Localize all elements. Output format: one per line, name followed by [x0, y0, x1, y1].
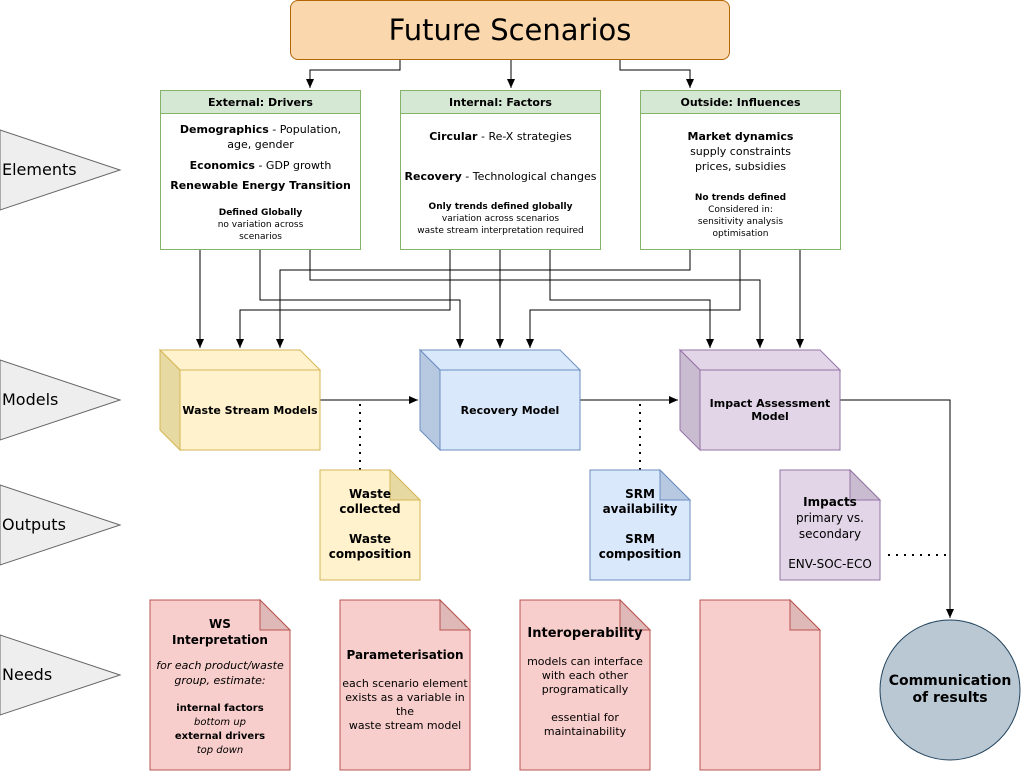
outside-note-line3: optimisation [712, 229, 769, 239]
output-waste-line3: Waste [349, 532, 391, 546]
need-parameterisation: Parameterisation each scenario element e… [340, 648, 470, 733]
output-waste-line4: composition [328, 547, 412, 561]
row-triangle-outputs [0, 484, 122, 566]
output-impacts: Impacts primary vs. secondary ENV-SOC-EC… [780, 494, 880, 572]
impact-cube [678, 348, 842, 452]
row-label-elements: Elements [2, 160, 77, 179]
impact-model-label-line2: Model [751, 410, 789, 423]
communication-circle [879, 619, 1021, 761]
communication-of-results: Communication of results [880, 673, 1020, 707]
need-note-ws-shape [149, 598, 292, 771]
communication-line1: Communication [888, 673, 1012, 689]
output-impacts-line3: secondary [798, 527, 862, 541]
internal-note-line2: waste stream interpretation required [417, 226, 584, 236]
need-ws-title1: WS [209, 617, 231, 631]
output-srm-line3: SRM [625, 532, 655, 546]
need-ws-top-down: top down [196, 745, 244, 756]
renewable-energy-label: Renewable Energy Transition [170, 179, 351, 192]
output-waste-line2: collected [339, 502, 401, 516]
output-impacts-line2: primary vs. [796, 511, 864, 525]
waste-stream-models: Waste Stream Models [180, 370, 320, 450]
need-note-empty-shape [699, 598, 822, 771]
need-ws-desc1: for each product/waste [156, 659, 284, 672]
internal-factors-header: Internal: Factors [401, 91, 600, 114]
output-impacts-title: Impacts [803, 495, 857, 509]
external-note-title: Defined Globally [218, 208, 303, 218]
internal-factors-box: Internal: Factors Circular - Re-X strate… [400, 90, 601, 250]
impact-model-label-line1: Impact Assessment [709, 397, 831, 410]
market-dynamics-label: Market dynamics [687, 130, 794, 143]
need-interoperability: Interoperability models can interface wi… [520, 626, 650, 739]
internal-note-line1: variation across scenarios [441, 214, 560, 224]
need-note-param-shape [339, 598, 472, 771]
need-ws-bottom-up: bottom up [193, 717, 247, 728]
recovery-model: Recovery Model [440, 370, 580, 450]
outside-note-title: No trends defined [694, 193, 787, 203]
demographics-label: Demographics [179, 123, 269, 136]
outside-note-line2: sensitivity analysis [697, 217, 784, 227]
outside-influences-box: Outside: Influences Market dynamics supp… [640, 90, 841, 250]
need-note-interop-shape [519, 598, 652, 771]
output-srm-line1: SRM [625, 487, 655, 501]
communication-line2: of results [912, 690, 988, 706]
output-note-waste-shape [319, 468, 422, 581]
recovery-label: Recovery [404, 170, 462, 183]
need-param-title: Parameterisation [346, 648, 464, 662]
need-interop-line1: models can interface [527, 655, 643, 668]
external-drivers-header: External: Drivers [161, 91, 360, 114]
recovery-model-label: Recovery Model [460, 403, 560, 417]
market-dynamics-line1: supply constraints [690, 145, 791, 158]
economics-desc: - GDP growth [254, 159, 332, 172]
circular-label: Circular [429, 130, 478, 143]
economics-label: Economics [189, 159, 255, 172]
need-interop-title: Interoperability [527, 626, 643, 641]
row-label-outputs: Outputs [2, 515, 66, 534]
need-param-line3: waste stream model [348, 719, 462, 732]
waste-stream-cube [158, 348, 322, 452]
output-srm-line4: composition [598, 547, 682, 561]
row-label-needs: Needs [2, 665, 53, 684]
recovery-cube [418, 348, 582, 452]
outside-note-line1: Considered in: [708, 205, 773, 215]
external-note-line2: scenarios [239, 232, 282, 242]
need-param-line2: exists as a variable in the [345, 691, 465, 718]
need-ws-external: external drivers [174, 731, 266, 742]
output-note-srm-shape [589, 468, 692, 581]
need-ws-desc2: group, estimate: [174, 674, 266, 687]
external-note-line1: no variation across [217, 220, 304, 230]
row-triangle-elements [0, 129, 122, 211]
output-waste-line1: Waste [349, 487, 391, 501]
output-srm-line2: availability [602, 502, 678, 516]
need-param-line1: each scenario element [342, 677, 468, 690]
arrow-title-outside [619, 60, 694, 88]
output-impacts-line4: ENV-SOC-ECO [788, 557, 872, 571]
output-srm: SRM availability SRM composition [590, 487, 690, 562]
internal-note-title: Only trends defined globally [428, 202, 573, 212]
row-triangle-models [0, 359, 122, 441]
need-ws-title2: Interpretation [172, 633, 268, 647]
need-interop-line2: with each other [541, 669, 629, 682]
need-interop-line3: programatically [541, 683, 629, 696]
recovery-desc: - Technological changes [461, 170, 597, 183]
need-interop-line5: maintainability [543, 725, 627, 738]
need-interop-line4: essential for [551, 711, 619, 724]
arrow-title-external [306, 60, 401, 88]
need-ws-internal: internal factors [176, 703, 264, 714]
demographics-desc: - Population, age, gender [227, 123, 342, 151]
output-note-impacts-shape [779, 468, 882, 581]
market-dynamics-line2: prices, subsidies [694, 160, 787, 173]
outside-influences-header: Outside: Influences [641, 91, 840, 114]
external-drivers-box: External: Drivers Demographics - Populat… [160, 90, 361, 250]
output-waste: Waste collected Waste composition [320, 487, 420, 562]
need-ws-interpretation: WS Interpretation for each product/waste… [150, 616, 290, 758]
impact-assessment-model: Impact Assessment Model [700, 370, 840, 450]
future-scenarios-title: Future Scenarios [290, 0, 730, 60]
waste-stream-models-label: Waste Stream Models [182, 403, 318, 417]
row-label-models: Models [2, 390, 59, 409]
circular-desc: - Re-X strategies [477, 130, 572, 143]
row-triangle-needs [0, 634, 122, 716]
